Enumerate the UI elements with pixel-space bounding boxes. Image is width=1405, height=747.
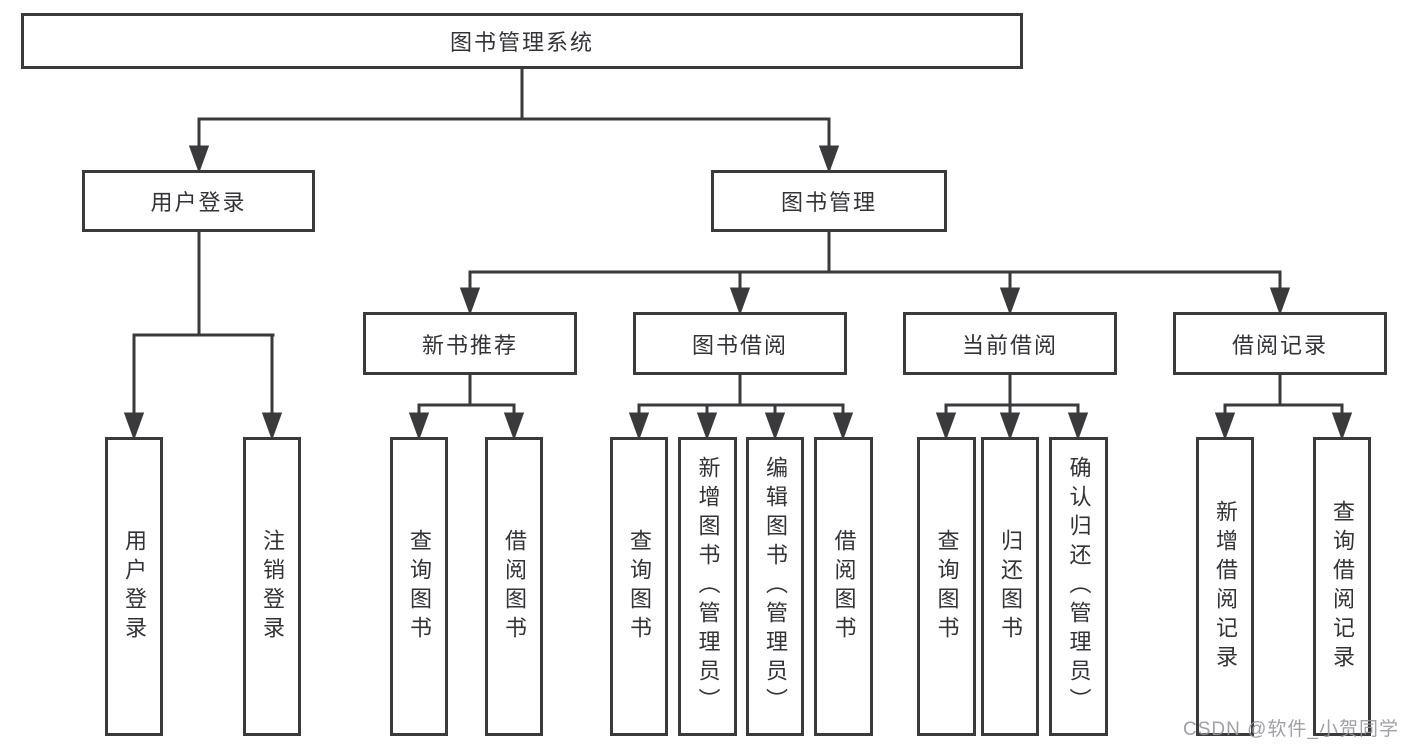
connector-login-to-leaves bbox=[123, 232, 283, 441]
leaf-borrow-edit-books-admin: 编辑图书（管理员） bbox=[746, 437, 804, 736]
leaf-borrow-borrow-books: 借阅图书 bbox=[814, 437, 873, 736]
connector-record-to-leaves bbox=[1214, 375, 1353, 441]
node-book-management-label: 图书管理 bbox=[780, 190, 877, 215]
leaf-record-query-record-label: 查询借阅记录 bbox=[1330, 499, 1355, 674]
node-new-book-recommend: 新书推荐 bbox=[363, 312, 577, 375]
leaf-newbook-query-books-label: 查询图书 bbox=[407, 528, 432, 645]
leaf-current-return-books: 归还图书 bbox=[981, 437, 1039, 736]
connector-borrow-to-leaves bbox=[628, 375, 854, 441]
leaf-user-login: 用户登录 bbox=[105, 437, 163, 736]
leaf-logout-label: 注销登录 bbox=[260, 528, 285, 645]
node-book-management: 图书管理 bbox=[711, 170, 947, 232]
node-current-borrow-label: 当前借阅 bbox=[961, 332, 1058, 358]
leaf-borrow-add-books-admin: 新增图书（管理员） bbox=[678, 437, 737, 736]
leaf-record-query-record: 查询借阅记录 bbox=[1313, 437, 1371, 736]
leaf-newbook-query-books: 查询图书 bbox=[390, 437, 448, 736]
node-current-borrow: 当前借阅 bbox=[903, 312, 1117, 375]
node-user-login-label: 用户登录 bbox=[150, 190, 247, 215]
leaf-newbook-borrow-books: 借阅图书 bbox=[485, 437, 543, 736]
leaf-current-confirm-return-admin: 确认归还（管理员） bbox=[1049, 437, 1108, 736]
leaf-current-confirm-return-admin-label: 确认归还（管理员） bbox=[1066, 456, 1092, 717]
connector-root-to-level2 bbox=[188, 69, 840, 174]
node-borrow-record: 借阅记录 bbox=[1173, 312, 1387, 375]
node-root-label: 图书管理系统 bbox=[449, 30, 594, 55]
leaf-borrow-edit-books-admin-label: 编辑图书（管理员） bbox=[763, 456, 788, 717]
leaf-borrow-add-books-admin-label: 新增图书（管理员） bbox=[695, 456, 721, 717]
leaf-borrow-query-books: 查询图书 bbox=[610, 437, 668, 736]
node-book-borrow-label: 图书借阅 bbox=[691, 332, 788, 358]
leaf-user-login-label: 用户登录 bbox=[122, 528, 147, 645]
leaf-borrow-borrow-books-label: 借阅图书 bbox=[831, 528, 857, 645]
node-root: 图书管理系统 bbox=[21, 13, 1023, 69]
leaf-logout: 注销登录 bbox=[243, 437, 301, 736]
node-borrow-record-label: 借阅记录 bbox=[1231, 332, 1328, 358]
connector-current-to-leaves bbox=[935, 375, 1089, 441]
leaf-current-return-books-label: 归还图书 bbox=[998, 528, 1023, 645]
leaf-record-add-record-label: 新增借阅记录 bbox=[1213, 499, 1238, 674]
node-new-book-recommend-label: 新书推荐 bbox=[421, 332, 518, 358]
node-user-login: 用户登录 bbox=[82, 170, 315, 232]
connector-newbook-to-leaves bbox=[408, 375, 525, 441]
connector-mgmt-to-level3 bbox=[459, 232, 1291, 316]
leaf-current-query-books-label: 查询图书 bbox=[934, 528, 960, 645]
node-book-borrow: 图书借阅 bbox=[633, 312, 847, 375]
leaf-borrow-query-books-label: 查询图书 bbox=[627, 528, 652, 645]
leaf-current-query-books: 查询图书 bbox=[917, 437, 976, 736]
leaf-newbook-borrow-books-label: 借阅图书 bbox=[502, 528, 527, 645]
csdn-watermark: CSDN @软件_小贺同学 bbox=[1183, 719, 1399, 740]
leaf-record-add-record: 新增借阅记录 bbox=[1196, 437, 1254, 736]
